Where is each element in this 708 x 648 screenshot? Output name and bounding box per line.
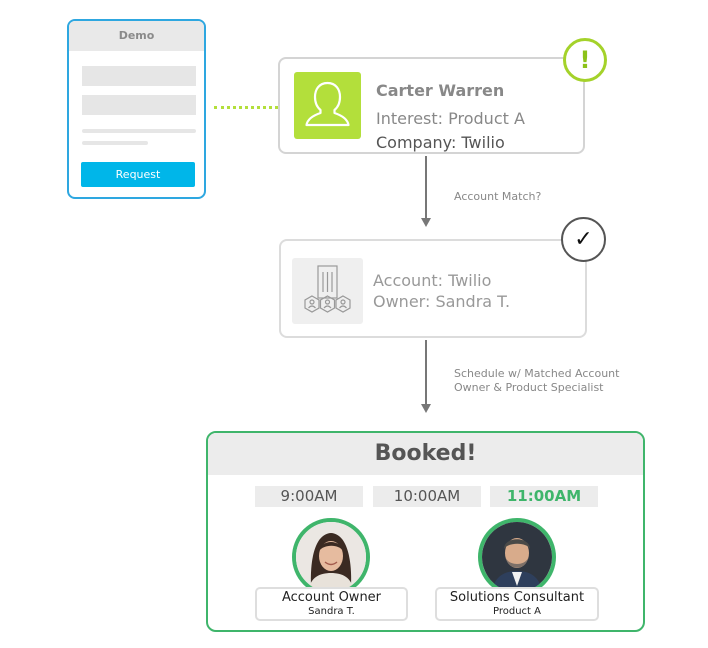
account-owner-name: Sandra T. [308, 606, 355, 617]
account-icon-box [292, 258, 363, 324]
arrow-down-icon [421, 218, 431, 227]
building-network-icon [304, 265, 351, 313]
arrow-line-match [425, 156, 427, 218]
lead-name: Carter Warren [376, 81, 505, 100]
demo-form-title: Demo [69, 21, 204, 51]
schedule-label: Schedule w/ Matched Account Owner & Prod… [454, 367, 619, 395]
time-slot-9am[interactable]: 9:00AM [255, 486, 363, 507]
checkmark-icon: ✓ [561, 217, 606, 262]
user-silhouette-icon [305, 81, 350, 127]
man-portrait-icon [482, 522, 552, 592]
lead-company: Company: Twilio [376, 133, 505, 152]
form-text-line [82, 129, 196, 133]
schedule-label-line-2: Owner & Product Specialist [454, 381, 604, 394]
solutions-consultant-card: Solutions Consultant Product A [435, 587, 599, 621]
request-button[interactable]: Request [81, 162, 195, 187]
account-match-label: Account Match? [454, 190, 542, 203]
alert-icon: ! [563, 38, 607, 82]
demo-form-card: Demo Request [67, 19, 206, 199]
dotted-connector [214, 106, 278, 109]
account-owner-role: Account Owner [281, 590, 382, 605]
account-name: Account: Twilio [373, 271, 492, 290]
booking-header [208, 433, 643, 475]
lead-avatar [294, 72, 361, 139]
solutions-consultant-avatar [478, 518, 556, 596]
account-owner-card: Account Owner Sandra T. [255, 587, 408, 621]
form-text-line-short [82, 141, 148, 145]
schedule-label-line-1: Schedule w/ Matched Account [454, 367, 620, 380]
arrow-down-icon [421, 404, 431, 413]
account-owner: Owner: Sandra T. [373, 292, 511, 311]
booking-title: Booked! [374, 441, 477, 466]
solutions-consultant-product: Product A [493, 606, 541, 617]
arrow-line-schedule [425, 340, 427, 404]
form-field-1[interactable] [82, 66, 196, 86]
lead-interest: Interest: Product A [376, 109, 525, 128]
time-slot-11am-selected[interactable]: 11:00AM [490, 486, 598, 507]
account-owner-avatar [292, 518, 370, 596]
time-slot-10am[interactable]: 10:00AM [373, 486, 481, 507]
form-field-2[interactable] [82, 95, 196, 115]
account-card: Account: Twilio Owner: Sandra T. [279, 239, 587, 338]
booking-card: Booked! 9:00AM 10:00AM 11:00AM Account O… [206, 431, 645, 632]
lead-card: Carter Warren Interest: Product A Compan… [278, 57, 585, 154]
solutions-consultant-role: Solutions Consultant [449, 590, 585, 605]
woman-portrait-icon [296, 522, 366, 592]
